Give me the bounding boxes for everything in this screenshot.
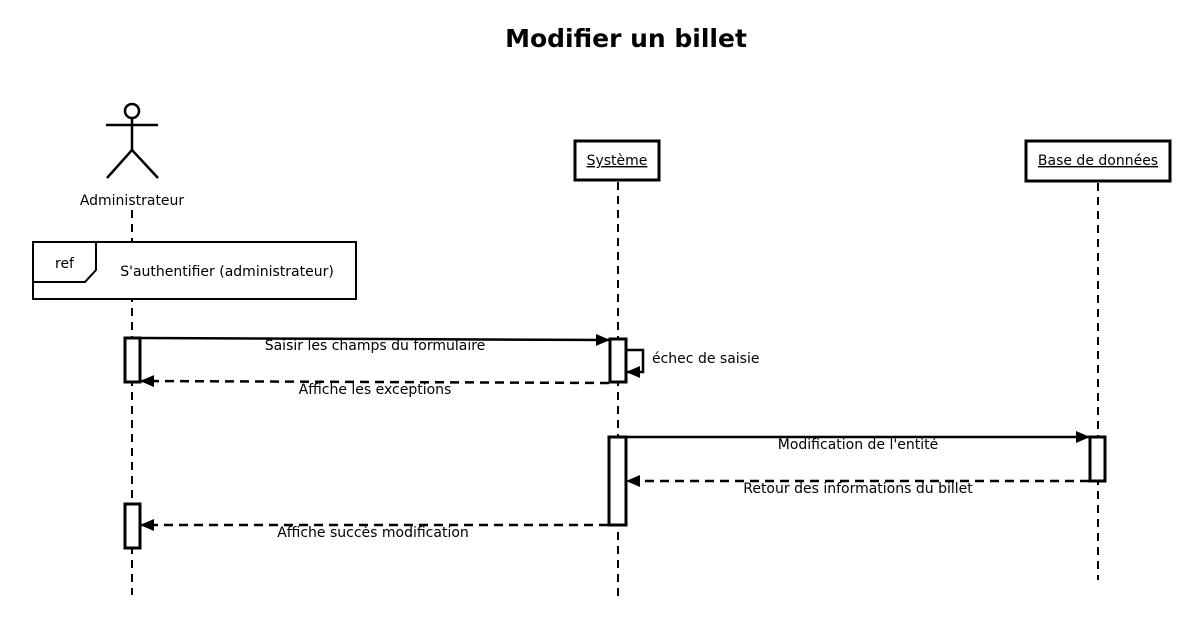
diagram-title: Modifier un billet <box>505 24 747 53</box>
message-label-2: échec de saisie <box>652 351 759 367</box>
actor-icon <box>106 102 159 179</box>
activation-system-2 <box>607 435 628 527</box>
ref-frame: ref S'authentifier (administrateur) <box>32 241 357 300</box>
message-label-1: Saisir les champs du formulaire <box>265 338 486 354</box>
message-arrow-1 <box>139 333 610 346</box>
message-arrow-3 <box>140 375 610 388</box>
participant-database-label: Base de données <box>1038 153 1158 169</box>
activation-administrateur-1 <box>123 336 142 384</box>
participant-system: Système <box>573 139 661 182</box>
participant-database: Base de données <box>1024 139 1172 183</box>
message-label-6: Affiche succès modification <box>277 525 469 541</box>
activation-database-1 <box>1088 435 1107 483</box>
participant-system-label: Système <box>587 153 648 169</box>
message-label-4: Modification de l'entité <box>778 437 938 453</box>
activation-system-1 <box>608 337 628 384</box>
actor-label: Administrateur <box>80 193 185 209</box>
message-label-3: Affiche les exceptions <box>299 382 452 398</box>
ref-frame-tag: ref <box>55 256 75 272</box>
message-arrow-2 <box>626 348 645 378</box>
message-label-5: Retour des informations du billet <box>743 481 973 497</box>
ref-frame-text: S'authentifier (administrateur) <box>120 264 334 280</box>
activation-administrateur-2 <box>123 502 142 550</box>
